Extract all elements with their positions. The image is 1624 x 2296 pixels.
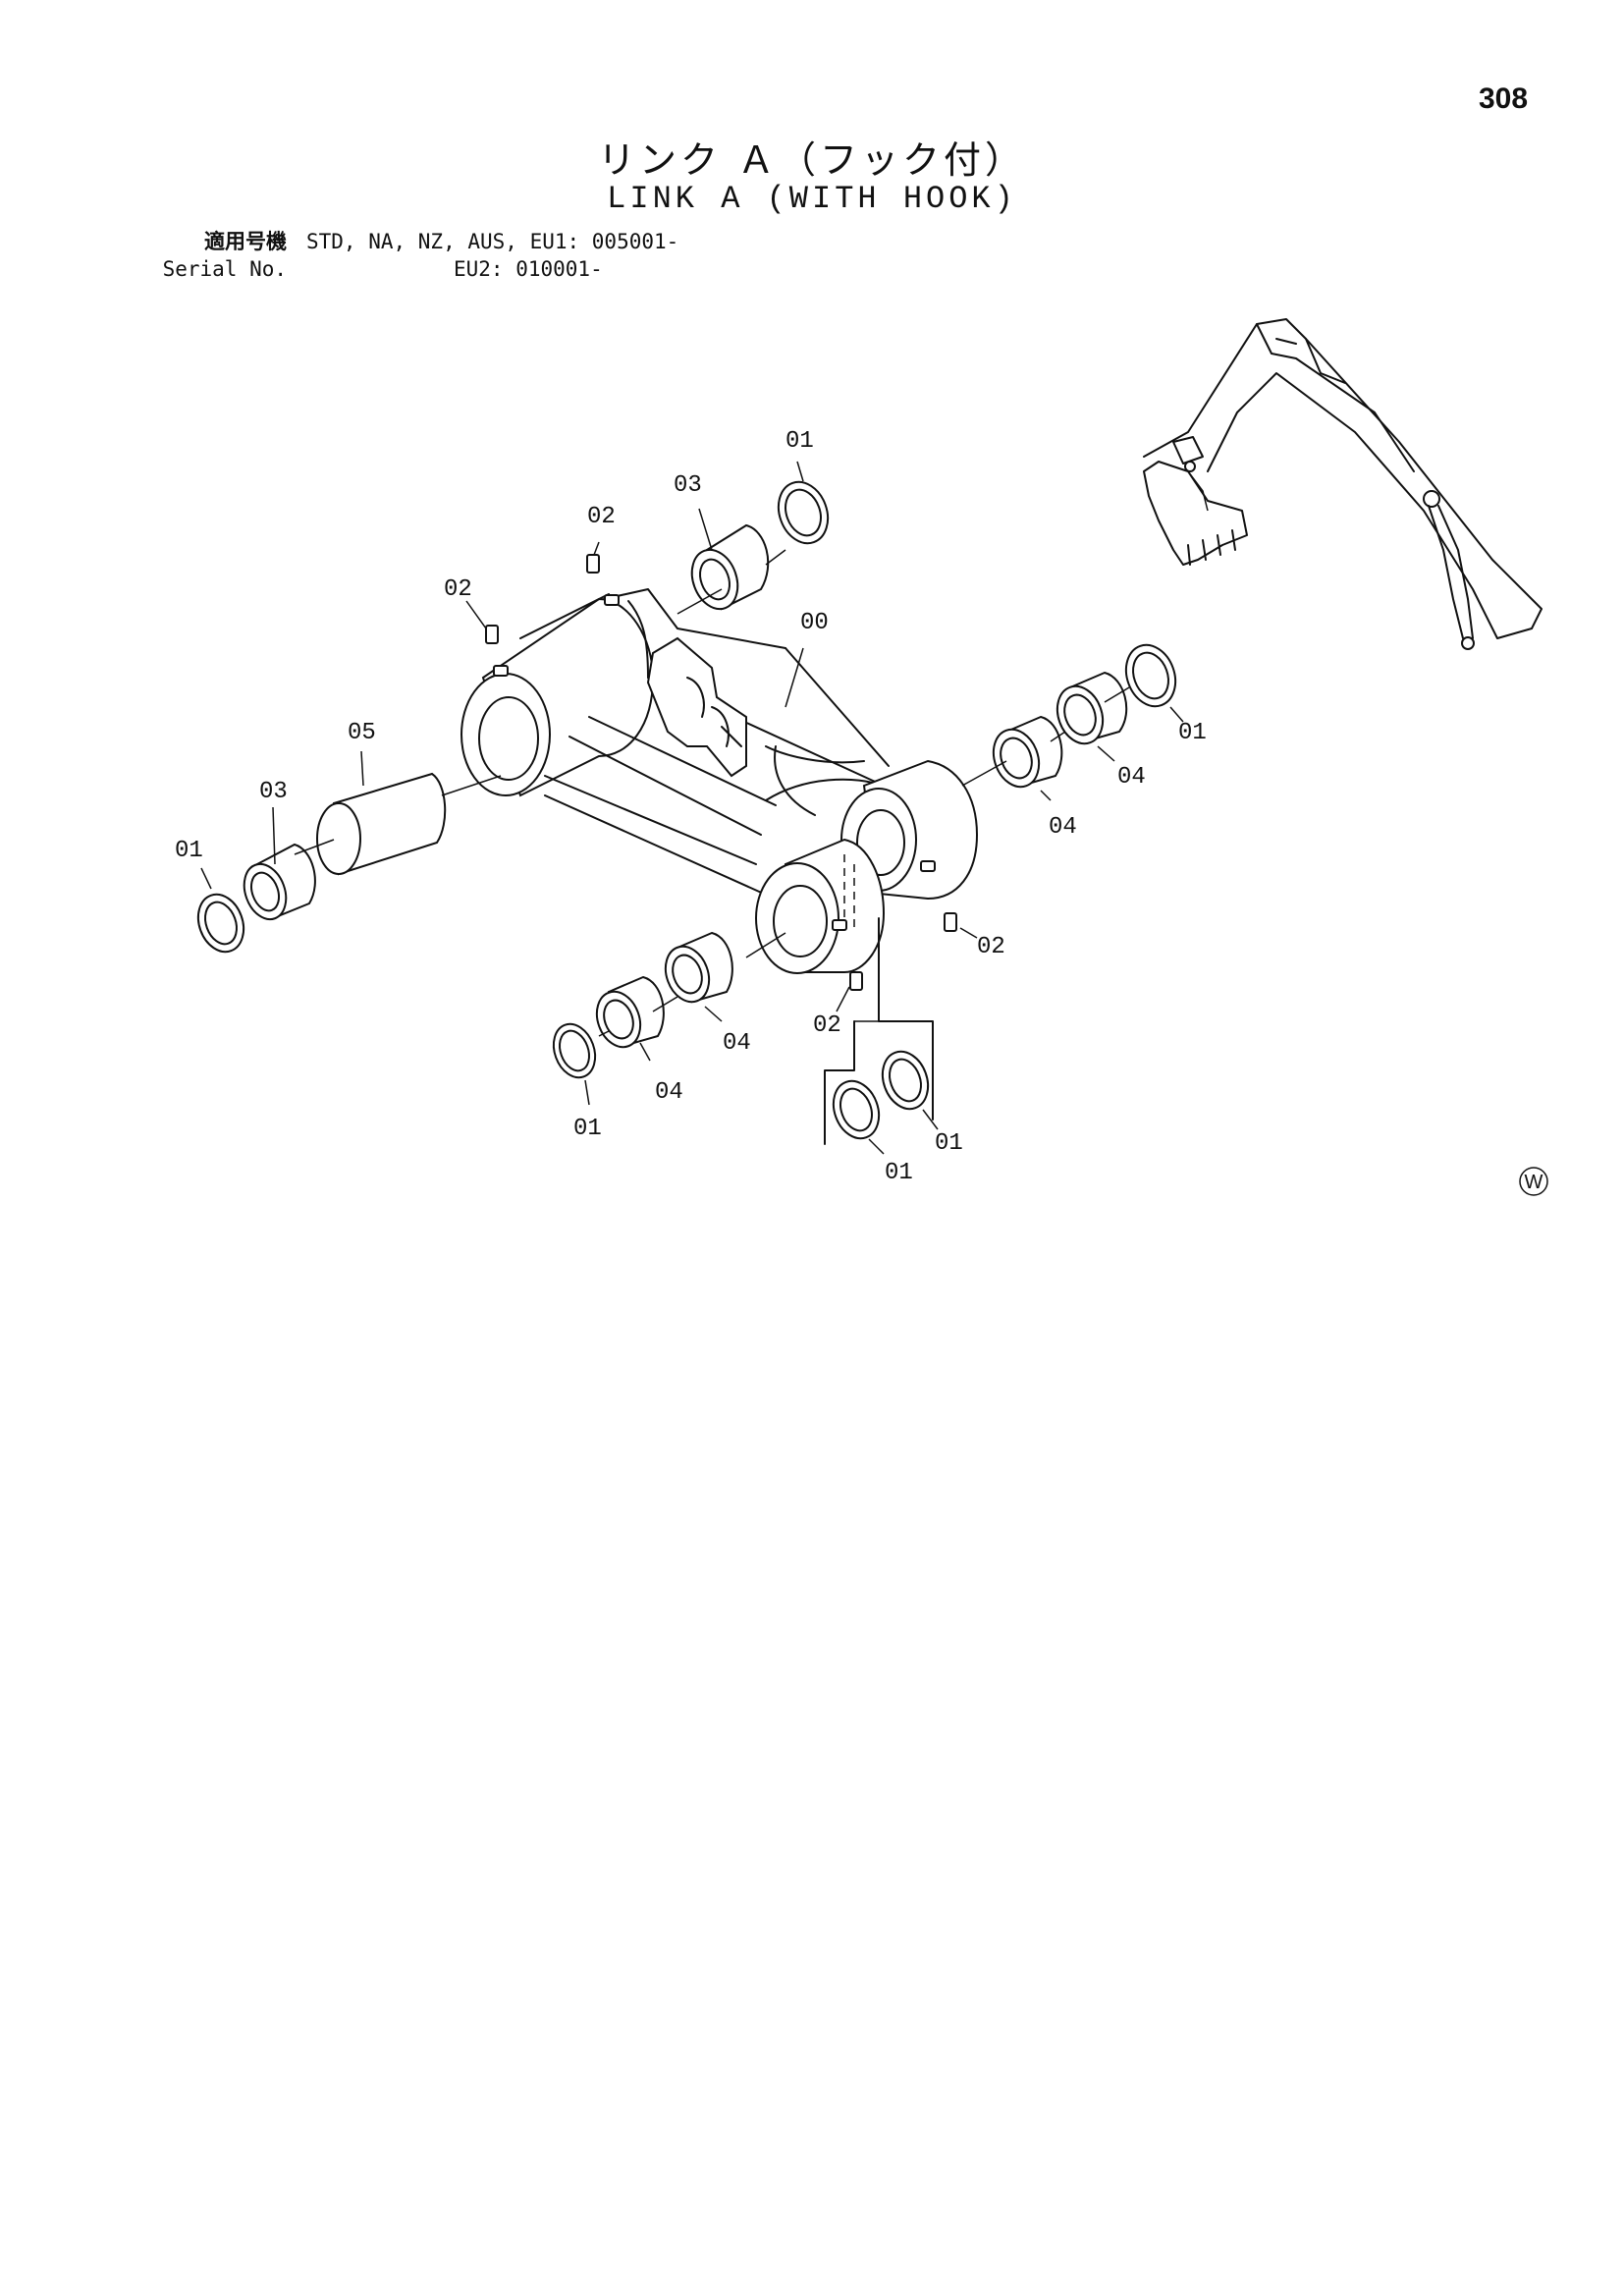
- callout-04-bottom: 04: [655, 1079, 683, 1106]
- serial-number-block: 適用号機 STD, NA, NZ, AUS, EU1: 005001- Seri…: [147, 228, 679, 283]
- callout-04-right-upper: 04: [1117, 764, 1146, 791]
- callout-01-top: 01: [785, 428, 814, 455]
- serial-range-1: STD, NA, NZ, AUS, EU1: 005001-: [306, 230, 679, 253]
- callout-02-top: 02: [587, 504, 616, 530]
- callout-01-bottom-left: 01: [573, 1116, 602, 1142]
- title-english: LINK A (WITH HOOK): [607, 181, 1017, 217]
- excavator-thumbnail: [1143, 318, 1543, 650]
- callout-02-right: 02: [977, 934, 1005, 960]
- callout-03-left: 03: [259, 779, 288, 805]
- callout-01-left: 01: [175, 838, 203, 864]
- callout-03-top: 03: [674, 472, 702, 499]
- serial-label-english: Serial No.: [162, 257, 287, 281]
- page-number: 308: [1479, 82, 1529, 115]
- callout-02-left: 02: [444, 576, 472, 603]
- callout-04-mid: 04: [723, 1030, 751, 1057]
- callout-05: 05: [348, 720, 376, 746]
- callout-labels: 01 03 02 02 00 01 04 04 05 03 01 02 02 0…: [175, 428, 1207, 1186]
- callout-02-bottom: 02: [813, 1012, 841, 1039]
- serial-label-japanese: 適用号機: [204, 230, 287, 253]
- title-japanese: リンク Ａ（フック付）: [597, 138, 1027, 182]
- callout-01-bottom-right: 01: [935, 1130, 963, 1157]
- callout-00: 00: [800, 610, 829, 636]
- circled-w-mark: W: [1519, 1167, 1548, 1196]
- callout-04-right-lower: 04: [1049, 814, 1077, 841]
- callout-01-right: 01: [1178, 720, 1207, 746]
- pin-05: [316, 772, 447, 876]
- link-a-body: [460, 588, 979, 974]
- parts-rings: [196, 480, 1177, 1140]
- leader-lines: [200, 461, 1184, 1155]
- corner-mark-letter: W: [1525, 1172, 1543, 1193]
- callout-01-bottom-mid: 01: [885, 1160, 913, 1186]
- grease-fittings: [485, 554, 957, 991]
- serial-range-2: EU2: 010001-: [454, 257, 603, 281]
